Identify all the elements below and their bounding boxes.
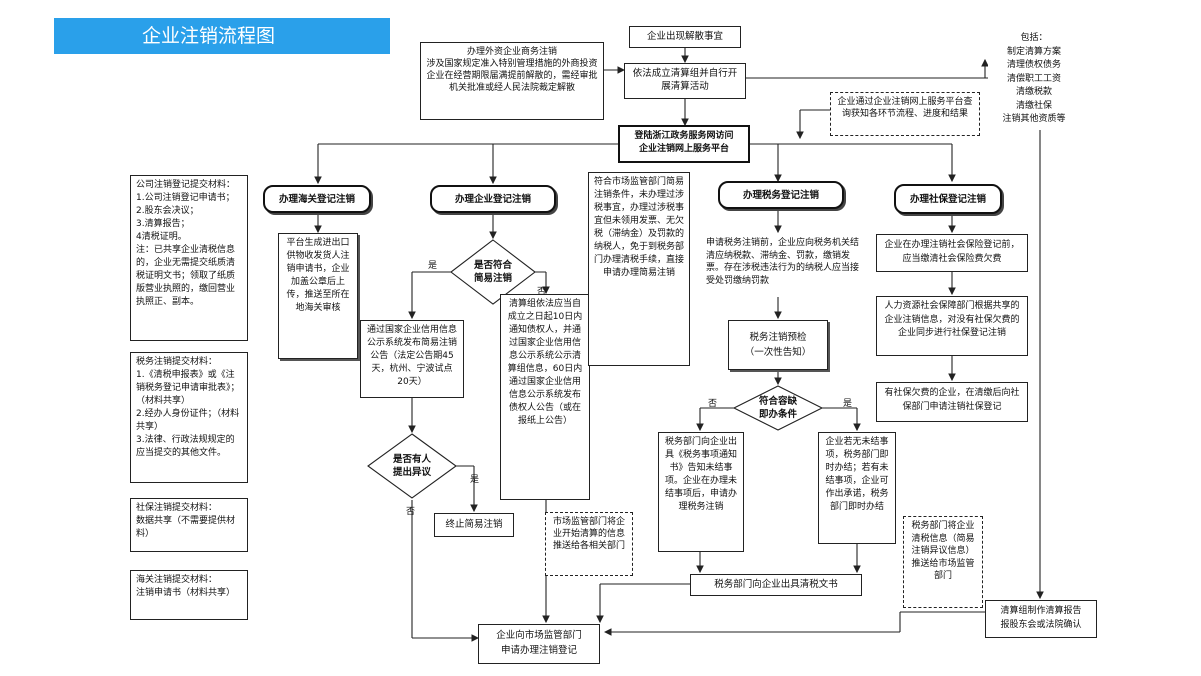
- tax-notice-box: 税务部门向企业出具《税务事项通知书》告知未结事项。企业在办理未结事项后，申请办理…: [658, 432, 744, 552]
- social-sync-cancel-box: 人力资源社会保障部门根据共享的企业注销信息，对没有社保欠费的企业同步进行社保登记…: [876, 296, 1028, 356]
- creditor-notice: 清算组依法应当自成立之日起10日内通知债权人，并通过国家企业信用信息公示系统公示…: [500, 294, 590, 500]
- tax-fast-track-decision-diamond: [732, 385, 824, 431]
- enterprise-cancel-head: 办理企业登记注销: [430, 185, 556, 213]
- page-title: 企业注销流程图: [54, 18, 390, 54]
- portal-box: 登陆浙江政务服务网访问 企业注销网上服务平台: [618, 125, 750, 163]
- tax-precheck-box: 税务注销预检 （一次性告知）: [728, 320, 828, 370]
- liquidation-team-box: 依法成立清算组并自行开展清算活动: [624, 63, 746, 99]
- simple-cancel-yes-label: 是: [428, 261, 438, 271]
- tax-fast-track-decision-label: 符合容缺 即办条件: [758, 396, 797, 420]
- liquidation-report-box: 清算组制作清算报告 报股东会或法院确认: [985, 600, 1097, 638]
- tax-fast-track-yes-label: 是: [843, 399, 853, 409]
- tax-cancel-body: 申请税务注销前，企业应向税务机关结清应纳税款、滞纳金、罚款，缴销发票。存在涉税违…: [700, 233, 870, 297]
- simple-cancel-no-label: 否: [537, 287, 547, 297]
- simple-cancel-decision-label: 是否符合 简易注销: [473, 260, 512, 284]
- social-arrears-box: 企业在办理注销社会保险登记前，应当缴清社会保险费欠费: [876, 234, 1028, 272]
- tax-fast-track-no-label: 否: [708, 399, 718, 409]
- tax-materials-panel: 税务注销提交材料： 1.《清税申报表》或《注销税务登记申请审批表》；（材料共享）…: [130, 352, 248, 483]
- market-simple-cancel-note: 符合市场监管部门简易注销条件，未办理过涉税事宜，办理过涉税事宜但未领用发票、无欠…: [588, 172, 690, 366]
- market-push-info-note: 市场监管部门将企业开始清算的信息推送给各相关部门: [545, 512, 633, 576]
- company-materials-panel: 公司注销登记提交材料： 1.公司注销登记申请书； 2.股东会决议； 3.清算报告…: [130, 175, 248, 341]
- simple-cancel-notice: 通过国家企业信用信息公示系统发布简易注销公告（法定公告期45天，杭州、宁波试点2…: [360, 320, 464, 398]
- simple-cancel-decision-diamond: [450, 239, 536, 305]
- terminate-simple-cancel-box: 终止简易注销: [434, 513, 514, 537]
- objection-decision-diamond: [367, 433, 457, 499]
- social-after-payment-box: 有社保欠费的企业，在清缴后向社保部门申请注销社保登记: [876, 382, 1028, 422]
- objection-decision-label: 是否有人 提出异议: [392, 454, 431, 478]
- dissolution-box: 企业出现解散事宜: [629, 26, 741, 48]
- social-cancel-head: 办理社保登记注销: [894, 184, 1002, 214]
- social-materials-panel: 社保注销提交材料： 数据共享（不需要提供材料）: [130, 498, 248, 552]
- tax-clear-document-box: 税务部门向企业出具清税文书: [690, 574, 862, 596]
- online-tracking-note: 企业通过企业注销网上服务平台查询获知各环节流程、进度和结果: [830, 92, 980, 136]
- tax-push-info-note: 税务部门将企业清税信息（简易注销异议信息）推送给市场监管部门: [903, 516, 983, 608]
- objection-no-label: 否: [406, 507, 416, 517]
- foreign-enterprise-note: 办理外资企业商务注销 涉及国家规定准入特别管理措施的外商投资企业在经营期限届满提…: [420, 42, 604, 120]
- tax-immediate-box: 企业若无未结事项，税务部门即时办结；若有未结事项，企业可作出承诺，税务部门即时办…: [818, 432, 896, 544]
- apply-registration-box: 企业向市场监管部门 申请办理注销登记: [478, 624, 600, 664]
- tax-cancel-head: 办理税务登记注销: [718, 181, 844, 209]
- customs-cancel-body: 平台生成进出口供物收发货人注销申请书，企业加盖公章后上传，推送至所在地海关审核: [278, 233, 358, 359]
- customs-cancel-head: 办理海关登记注销: [263, 185, 371, 213]
- liquidation-scope-box: 包括： 制定清算方案 清理债权债务 清偿职工工资 清缴税款 清缴社保 注销其他资…: [988, 28, 1080, 130]
- customs-materials-panel: 海关注销提交材料： 注销申请书（材料共享）: [130, 570, 248, 620]
- objection-yes-label: 是: [470, 475, 480, 485]
